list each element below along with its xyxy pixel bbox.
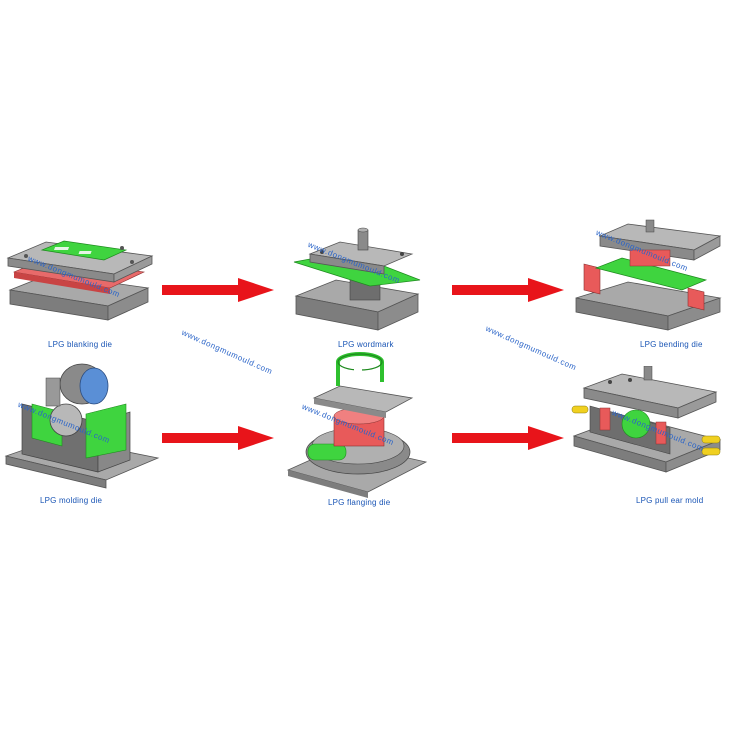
- step-label-wordmark: LPG wordmark: [338, 340, 394, 349]
- flanging-die-image: [284, 352, 432, 498]
- step-label-molding: LPG molding die: [40, 496, 103, 505]
- arrow-right-icon: [162, 278, 274, 302]
- pull-ear-mold-image: [570, 366, 726, 480]
- bending-die-image: [570, 218, 726, 336]
- arrow-right-icon: [452, 278, 564, 302]
- step-label-bending: LPG bending die: [640, 340, 703, 349]
- arrow-right-icon: [162, 426, 274, 450]
- blanking-die-image: [4, 228, 154, 328]
- step-label-pull-ear: LPG pull ear mold: [636, 496, 704, 505]
- molding-die-image: [2, 360, 162, 490]
- step-label-flanging: LPG flanging die: [328, 498, 391, 507]
- watermark-text: www.dongmumould.com: [180, 328, 275, 377]
- wordmark-die-image: [288, 226, 428, 338]
- step-label-blanking: LPG blanking die: [48, 340, 113, 349]
- watermark-text: www.dongmumould.com: [484, 324, 579, 373]
- arrow-right-icon: [452, 426, 564, 450]
